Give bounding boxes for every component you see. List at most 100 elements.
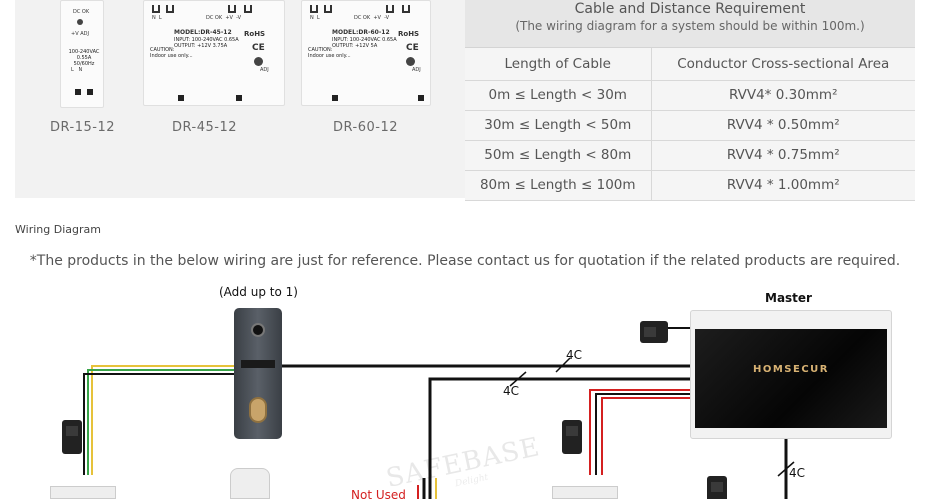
psu-adj: ADJ xyxy=(260,67,269,73)
lock-face-icon xyxy=(711,482,723,492)
table-cell: RVV4* 0.30mm² xyxy=(651,80,915,111)
lock-face-icon xyxy=(644,327,656,337)
terminal-icon xyxy=(310,5,318,13)
psu-model-label: MODEL:DR-60-12 xyxy=(332,29,390,36)
not-used-label: Not Used xyxy=(351,488,406,499)
terminal-screw-icon xyxy=(236,95,242,101)
outdoor-caption: (Add up to 1) xyxy=(219,285,298,299)
terminal-screw-icon xyxy=(75,89,81,95)
table-row: 50m ≤ Length < 80m RVV4 * 0.75mm² xyxy=(465,140,915,171)
psu-dc-label: DC OK +V -V xyxy=(206,15,242,21)
psu-caution: CAUTION:Indoor use only... xyxy=(308,47,351,59)
wire-black xyxy=(595,393,692,475)
electric-lock-icon xyxy=(62,420,82,454)
requirement-title: Cable and Distance Requirement xyxy=(574,1,806,17)
psu-adj-label: +V ADJ xyxy=(71,31,89,37)
wire-black xyxy=(83,373,236,475)
column-header: Length of Cable xyxy=(465,48,652,81)
terminal-icon xyxy=(402,5,410,13)
power-supply-dr-45-12: N L DC OK +V -V MODEL:DR-45-12 INPUT: 10… xyxy=(143,0,285,106)
terminal-icon xyxy=(152,5,160,13)
monitor-brand: HOMSECUR xyxy=(752,364,829,375)
requirement-grid: Length of Cable Conductor Cross-sectiona… xyxy=(465,48,915,201)
table-cell: 80m ≤ Length ≤ 100m xyxy=(465,170,652,201)
psu-nl-label: N L xyxy=(152,15,162,21)
electric-lock-icon xyxy=(640,321,668,343)
master-caption: Master xyxy=(765,291,812,305)
cable-label: 4C xyxy=(789,466,806,480)
wire-yellow xyxy=(91,365,236,475)
psu-ce: CE xyxy=(252,43,265,53)
wire-black xyxy=(428,377,692,499)
table-cell: RVV4 * 1.00mm² xyxy=(651,170,915,201)
cable-tick xyxy=(777,461,795,477)
camera-lens-icon xyxy=(251,323,265,337)
psu-dc-label: DC OK +V -V xyxy=(354,15,390,21)
section-title: Wiring Diagram xyxy=(15,223,101,236)
wire-red xyxy=(589,389,692,475)
exit-button-icon xyxy=(552,486,618,499)
lock-face-icon xyxy=(66,426,78,436)
table-header-row: Length of Cable Conductor Cross-sectiona… xyxy=(465,48,915,81)
lock-face-icon xyxy=(566,426,578,436)
cable-tick xyxy=(555,357,571,373)
terminal-icon xyxy=(386,5,394,13)
table-row: 80m ≤ Length ≤ 100m RVV4 * 1.00mm² xyxy=(465,170,915,201)
monitor-screen xyxy=(695,329,887,428)
cable-requirement-table: Cable and Distance Requirement (The wiri… xyxy=(465,0,915,201)
status-led-icon xyxy=(77,19,83,25)
wiring-lines xyxy=(83,327,795,499)
electric-lock-icon xyxy=(562,420,582,454)
psu-rohs: RoHS xyxy=(398,30,420,38)
terminal-screw-icon xyxy=(332,95,338,101)
psu-caution: CAUTION:Indoor use only... xyxy=(150,47,193,59)
cable-label: 4C xyxy=(566,348,583,362)
psu-caption-dr-60-12: DR-60-12 xyxy=(333,120,398,135)
call-button-icon xyxy=(249,397,267,423)
table-cell: RVV4 * 0.50mm² xyxy=(651,110,915,141)
psu-caption-dr-15-12: DR-15-12 xyxy=(50,120,115,135)
outdoor-doorbell-station xyxy=(234,308,282,439)
table-row: 30m ≤ Length < 50m RVV4 * 0.50mm² xyxy=(465,110,915,141)
terminal-screw-icon xyxy=(178,95,184,101)
psu-ce: CE xyxy=(406,43,419,53)
brand-plate xyxy=(241,360,275,368)
exit-button-icon xyxy=(50,486,116,499)
table-cell: 50m ≤ Length < 80m xyxy=(465,140,652,171)
terminal-icon xyxy=(166,5,174,13)
psu-terminals: L N xyxy=(71,67,83,73)
psu-adj: ADJ xyxy=(412,67,421,73)
terminal-icon xyxy=(228,5,236,13)
master-indoor-monitor: HOMSECUR xyxy=(690,310,892,439)
wire-green xyxy=(87,369,236,475)
adj-knob-icon xyxy=(254,57,263,66)
wiring-notice: *The products in the below wiring are ju… xyxy=(29,253,901,269)
psu-nl-label: N L xyxy=(310,15,320,21)
table-cell: 0m ≤ Length < 30m xyxy=(465,80,652,111)
requirement-header: Cable and Distance Requirement (The wiri… xyxy=(465,0,915,48)
wire-red xyxy=(601,397,692,475)
psu-caption-dr-45-12: DR-45-12 xyxy=(172,120,237,135)
cable-tick xyxy=(509,371,527,387)
table-cell: RVV4 * 0.75mm² xyxy=(651,140,915,171)
cable-label: 4C xyxy=(503,384,520,398)
power-adapter-icon xyxy=(230,468,270,499)
psu-rohs: RoHS xyxy=(244,30,266,38)
terminal-screw-icon xyxy=(418,95,424,101)
table-cell: 30m ≤ Length < 50m xyxy=(465,110,652,141)
power-supply-dr-60-12: N L DC OK +V -V MODEL:DR-60-12 INPUT: 10… xyxy=(301,0,431,106)
wiring-diagram: SAFEBASE Delight (Add up to 1) Master 4C… xyxy=(0,280,930,499)
adj-knob-icon xyxy=(406,57,415,66)
table-row: 0m ≤ Length < 30m RVV4* 0.30mm² xyxy=(465,80,915,111)
psu-panel-label: DC OK xyxy=(73,9,90,15)
terminal-icon xyxy=(244,5,252,13)
psu-model-label: MODEL:DR-45-12 xyxy=(174,29,232,36)
terminal-screw-icon xyxy=(87,89,93,95)
terminal-icon xyxy=(324,5,332,13)
column-header: Conductor Cross-sectional Area xyxy=(651,48,915,81)
